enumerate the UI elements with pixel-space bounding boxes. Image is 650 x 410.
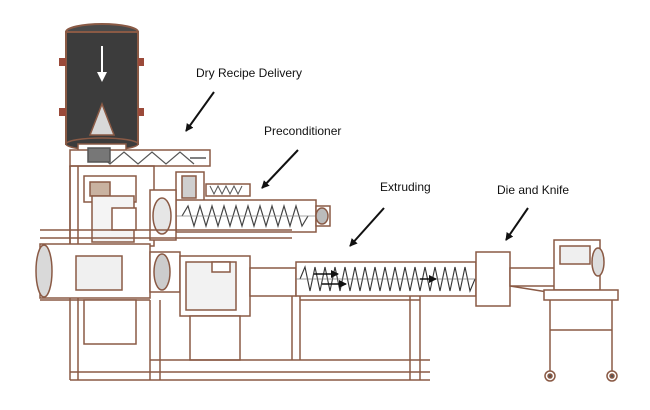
preconditioner-label: Preconditioner xyxy=(264,124,342,138)
base-frame xyxy=(40,229,430,381)
cutter-cart xyxy=(543,239,619,382)
hopper xyxy=(59,23,144,157)
pointer-arrow-die-knife xyxy=(505,207,529,241)
main-motor xyxy=(35,243,181,299)
delivery-conveyor xyxy=(69,147,211,167)
dry-recipe-delivery-label: Dry Recipe Delivery xyxy=(196,66,303,80)
die-and-knife-label: Die and Knife xyxy=(497,183,570,197)
extruder-barrel xyxy=(295,261,477,297)
die-and-knife-unit xyxy=(475,251,561,307)
gearbox xyxy=(179,255,297,361)
hopper-support-frame xyxy=(69,165,155,380)
extruding-label: Extruding xyxy=(380,180,431,194)
preconditioner xyxy=(149,171,331,241)
pointer-arrow-extruding xyxy=(349,207,385,247)
pointer-arrow-preconditioner xyxy=(261,149,299,189)
pointer-arrow-dry-recipe xyxy=(185,91,215,132)
